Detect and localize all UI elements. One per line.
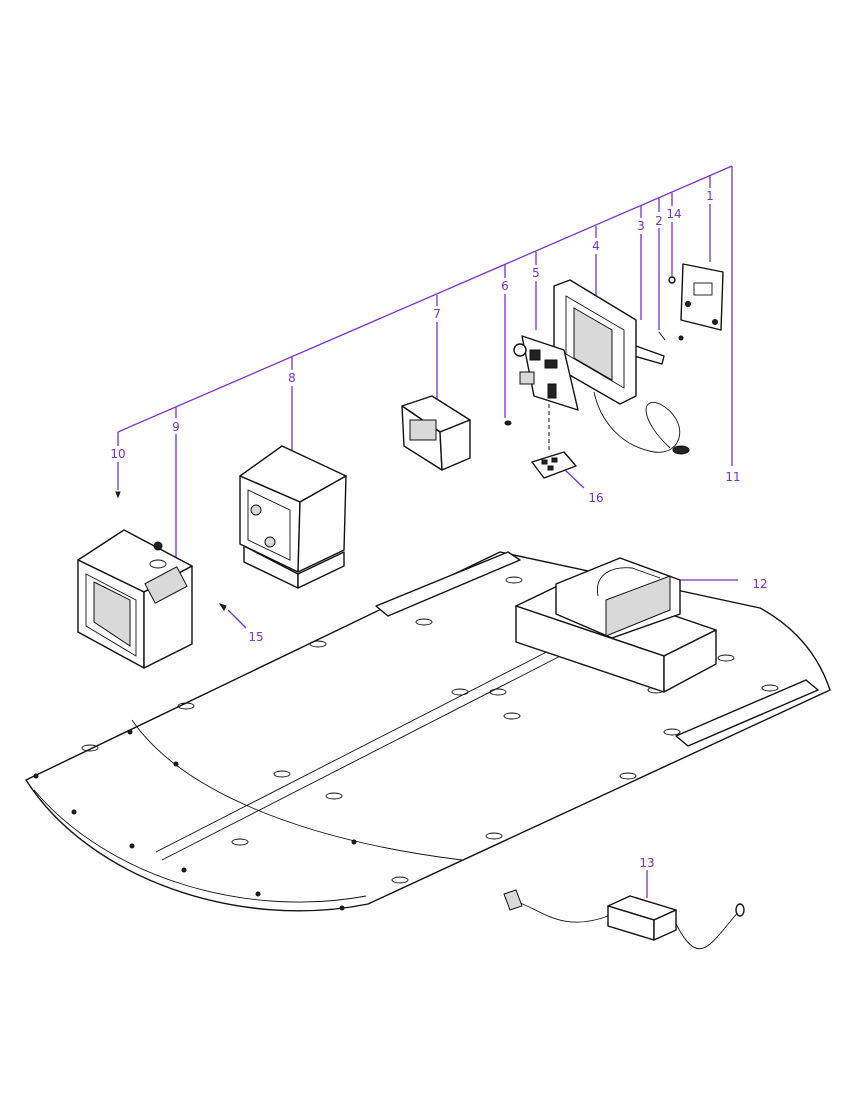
callout-6: 6 xyxy=(501,279,509,293)
part-5-circuit-board xyxy=(513,335,579,411)
callout-12: 12 xyxy=(752,577,767,591)
part-7-battery-box xyxy=(401,395,471,471)
callout-leaders xyxy=(117,165,738,898)
part-14-washer xyxy=(668,276,676,284)
callout-10: 10 xyxy=(110,447,125,461)
callout-labels: 1 2 3 4 5 6 7 8 9 10 11 12 13 14 15 16 xyxy=(110,189,767,870)
callout-13: 13 xyxy=(639,856,654,870)
callout-8: 8 xyxy=(288,371,296,385)
leader-15 xyxy=(227,609,247,629)
part-15-screw xyxy=(218,603,227,611)
leader-16 xyxy=(564,469,585,489)
part-2-screw xyxy=(658,331,684,341)
callout-11: 11 xyxy=(725,470,740,484)
part-12-mount-block xyxy=(515,557,717,693)
part-4-housing xyxy=(553,279,690,455)
callout-14: 14 xyxy=(666,207,681,221)
part-3-bracket xyxy=(633,345,665,365)
callout-3: 3 xyxy=(637,219,645,233)
callout-15: 15 xyxy=(248,630,263,644)
callout-1: 1 xyxy=(706,189,714,203)
callout-5: 5 xyxy=(532,266,540,280)
part-9-cover-box xyxy=(77,529,193,669)
part-10-screw xyxy=(115,491,121,499)
part-8-control-module xyxy=(239,445,347,589)
part-16-small-board xyxy=(531,451,577,479)
callout-4: 4 xyxy=(592,239,600,253)
callout-9: 9 xyxy=(172,420,180,434)
part-1-cover-plate xyxy=(680,263,724,331)
callout-7: 7 xyxy=(433,307,441,321)
part-6-fastener xyxy=(504,420,512,426)
callout-16: 16 xyxy=(588,491,603,505)
callout-2: 2 xyxy=(655,214,663,228)
main-leader-line xyxy=(117,165,733,433)
part-13-power-adapter xyxy=(503,889,745,950)
